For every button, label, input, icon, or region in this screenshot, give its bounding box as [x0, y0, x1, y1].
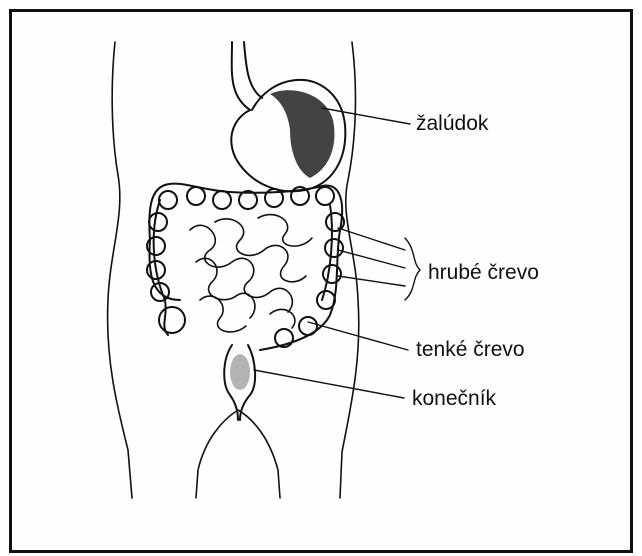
rectum-label: konečník [412, 387, 496, 411]
small-intestine-label: tenké črevo [416, 338, 525, 362]
small-intestine-drawing [190, 215, 312, 332]
large-intestine-label: hrubé črevo [428, 261, 539, 285]
large-intestine-drawing [147, 184, 344, 350]
rectum-drawing [224, 345, 255, 420]
stomach-label: žalúdok [416, 112, 488, 136]
stomach-drawing [231, 42, 345, 191]
